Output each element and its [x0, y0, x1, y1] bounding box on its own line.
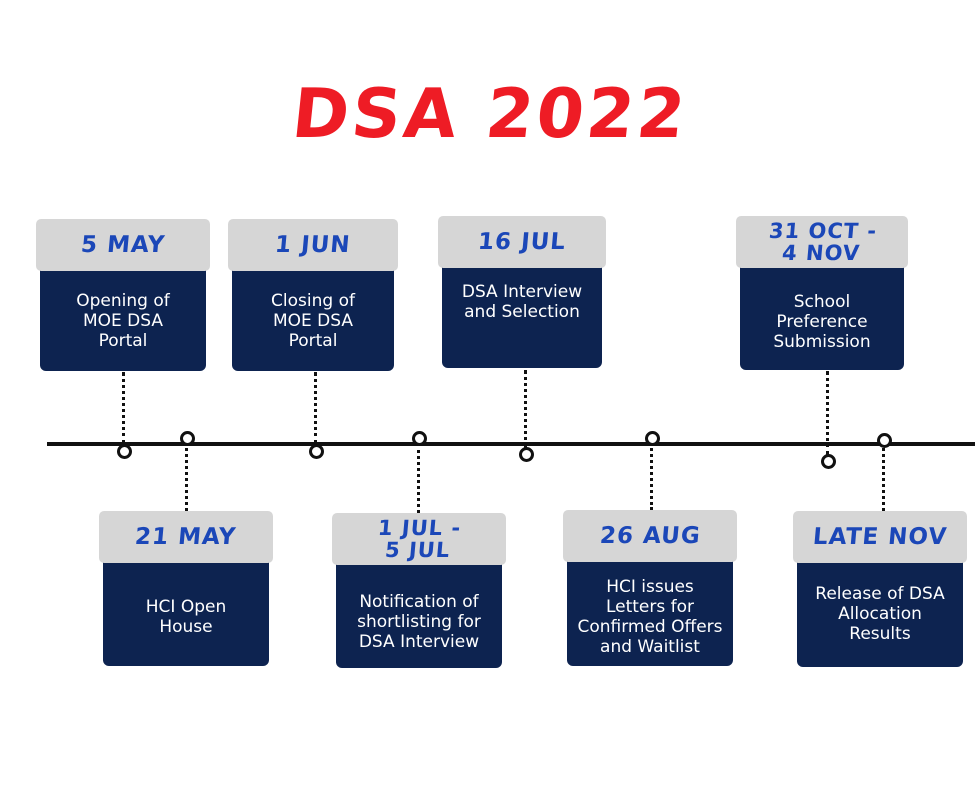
- connector-bottom-2: [417, 443, 420, 513]
- event-card-top-1: Opening of MOE DSA Portal 5 MAY: [36, 219, 210, 371]
- event-date: LATE NOV: [793, 511, 967, 563]
- timeline-node: [117, 444, 132, 459]
- event-card-bottom-3: HCI issues Letters for Confirmed Offers …: [563, 510, 737, 666]
- event-card-bottom-4: Release of DSA Allocation Results LATE N…: [793, 511, 967, 667]
- event-description: Release of DSA Allocation Results: [797, 557, 963, 667]
- event-date: 21 MAY: [99, 511, 273, 563]
- connector-bottom-1: [185, 443, 188, 511]
- event-description: School Preference Submission: [740, 260, 904, 370]
- connector-top-4: [826, 371, 829, 455]
- page-title: DSA 2022: [288, 75, 692, 154]
- connector-top-1: [122, 372, 125, 444]
- timeline-node: [645, 431, 660, 446]
- timeline-node: [412, 431, 427, 446]
- timeline-node: [877, 433, 892, 448]
- event-date: 26 AUG: [563, 510, 737, 562]
- event-description: HCI issues Letters for Confirmed Offers …: [567, 556, 733, 666]
- event-description: HCI Open House: [103, 557, 269, 666]
- connector-top-2: [314, 372, 317, 444]
- event-date: 1 JUN: [228, 219, 398, 271]
- timeline-node: [821, 454, 836, 469]
- connector-bottom-3: [650, 443, 653, 510]
- timeline-axis: [47, 442, 975, 446]
- event-description: DSA Interview and Selection: [442, 260, 602, 368]
- event-description: Opening of MOE DSA Portal: [40, 263, 206, 371]
- timeline-node: [519, 447, 534, 462]
- event-date: 31 OCT - 4 NOV: [736, 216, 908, 268]
- timeline-node: [309, 444, 324, 459]
- event-card-bottom-1: HCI Open House 21 MAY: [99, 511, 273, 666]
- event-card-top-2: Closing of MOE DSA Portal 1 JUN: [228, 219, 398, 371]
- event-description: Closing of MOE DSA Portal: [232, 263, 394, 371]
- event-description: Notification of shortlisting for DSA Int…: [336, 559, 502, 668]
- connector-bottom-4: [882, 443, 885, 511]
- event-date: 16 JUL: [438, 216, 606, 268]
- event-date: 1 JUL - 5 JUL: [332, 513, 506, 565]
- event-card-top-4: School Preference Submission 31 OCT - 4 …: [736, 216, 908, 370]
- event-card-bottom-2: Notification of shortlisting for DSA Int…: [332, 513, 506, 668]
- timeline-node: [180, 431, 195, 446]
- event-date: 5 MAY: [36, 219, 210, 271]
- connector-top-3: [524, 370, 527, 448]
- event-card-top-3: DSA Interview and Selection 16 JUL: [438, 216, 606, 368]
